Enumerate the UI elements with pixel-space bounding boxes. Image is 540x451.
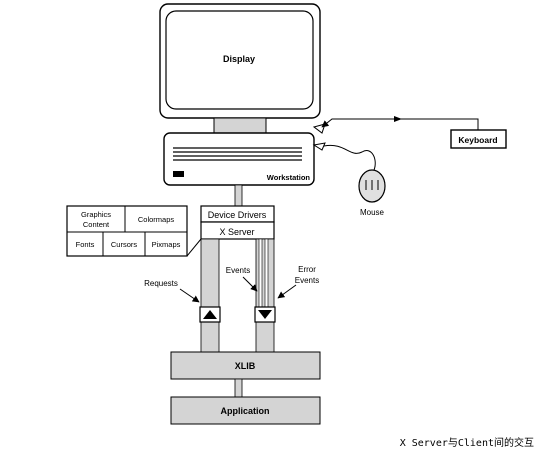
keyboard-label: Keyboard [458, 135, 497, 145]
keyboard: Keyboard [321, 116, 507, 149]
workstation: Workstation [163, 123, 326, 186]
graphics-content-label-2: Content [83, 220, 110, 229]
events-label: Events [226, 266, 250, 275]
x-server-block: Device Drivers X Server [200, 205, 275, 240]
drive-slot [173, 171, 184, 177]
graphics-content-label-1: Graphics [81, 210, 111, 219]
pixmaps-label: Pixmaps [152, 240, 181, 249]
colormaps-label: Colormaps [138, 215, 175, 224]
keyboard-cable-arrow [394, 116, 402, 122]
application-block: Application [170, 396, 321, 425]
event-down-arrow [258, 310, 272, 319]
workstation-label: Workstation [267, 173, 311, 182]
requests-label: Requests [144, 279, 178, 288]
xlib-label: XLIB [235, 361, 256, 371]
display-label: Display [223, 54, 255, 64]
mouse-label: Mouse [360, 208, 385, 217]
request-up-arrow [203, 310, 217, 319]
event-channel: Events Error Events [226, 238, 319, 353]
fonts-label: Fonts [76, 240, 95, 249]
request-channel: Requests [144, 238, 221, 353]
xlib-app-connector [234, 378, 243, 398]
server-resources-table: Graphics Content Colormaps Fonts Cursors… [66, 205, 202, 257]
xlib-block: XLIB [170, 351, 321, 380]
cursors-label: Cursors [111, 240, 138, 249]
application-label: Application [221, 406, 270, 416]
workstation-connector [234, 184, 243, 207]
x-server-label: X Server [219, 227, 254, 237]
mouse: Mouse [323, 144, 386, 217]
error-events-label-1: Error [298, 265, 316, 274]
figure-caption: X Server与Client间的交互 [400, 436, 534, 449]
error-events-label-2: Events [295, 276, 319, 285]
monitor: Display [159, 3, 321, 134]
device-drivers-label: Device Drivers [208, 210, 267, 220]
